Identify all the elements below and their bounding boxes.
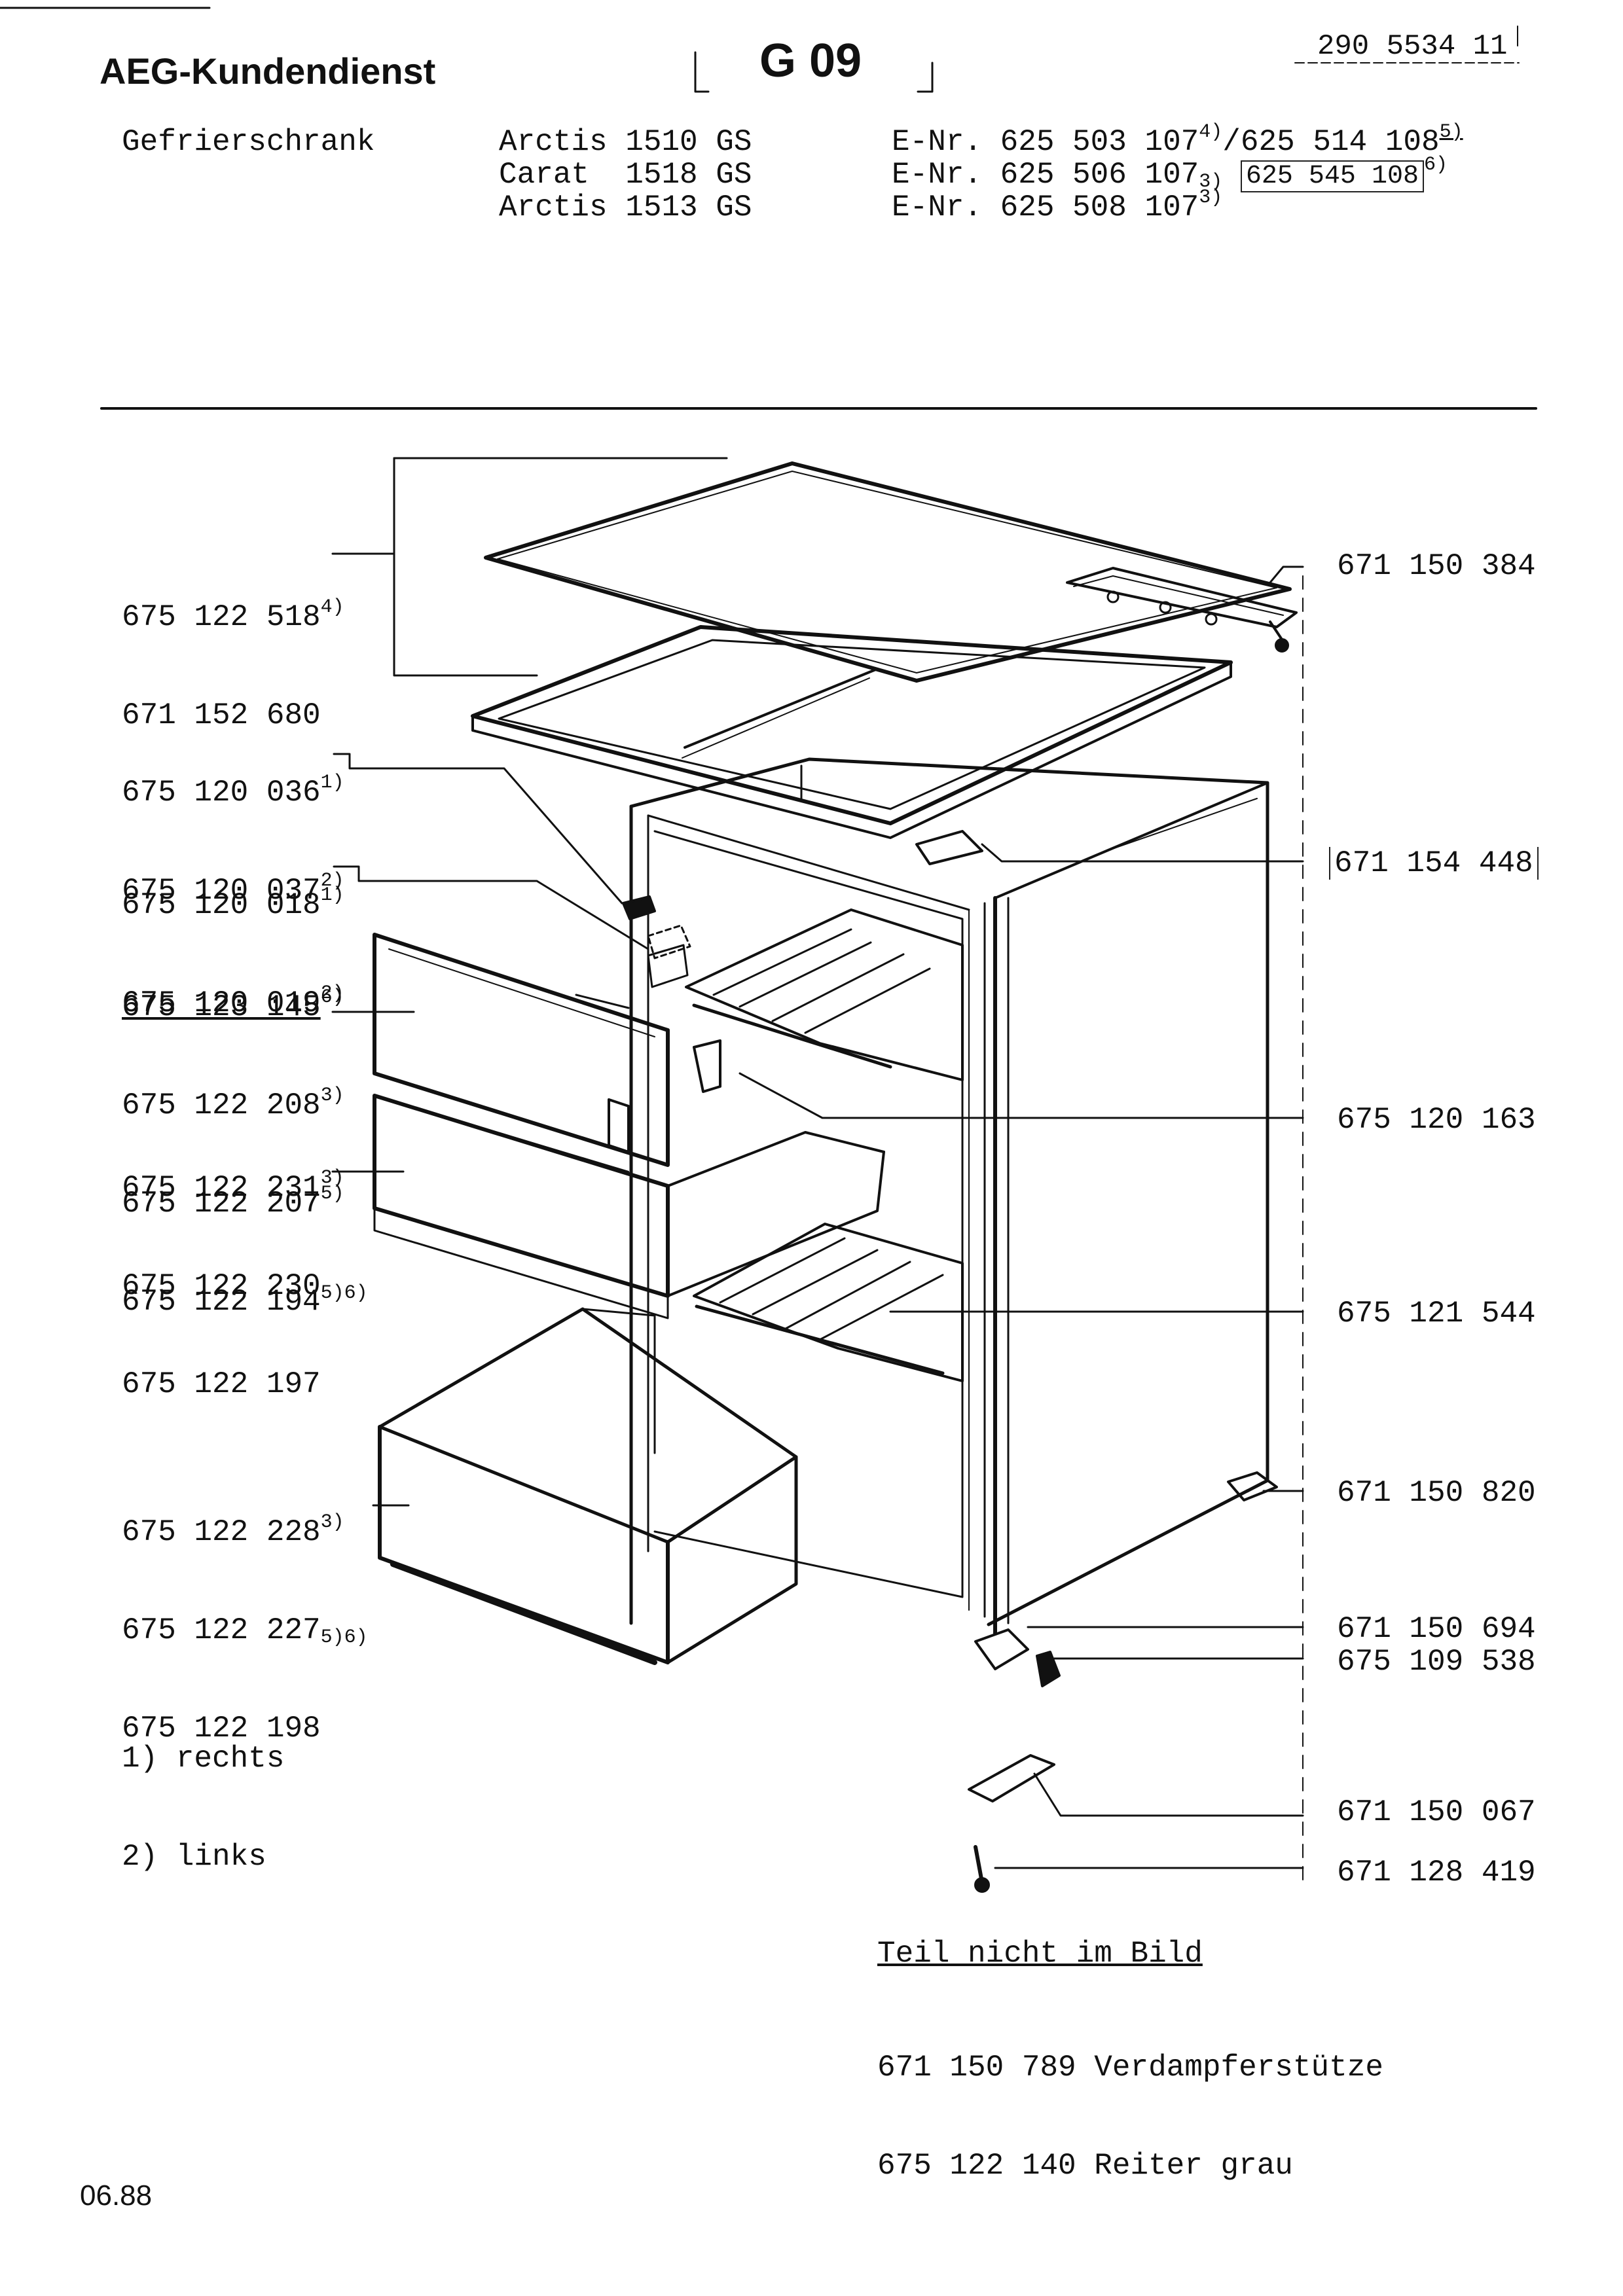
part-number: 675 120 0361) [122, 772, 344, 810]
model-name-1: Arctis 1510 GS [499, 125, 752, 159]
leader-lines-left [333, 458, 727, 1505]
model-enr-2-extra: 625 545 108 [1240, 160, 1424, 192]
part-number: 675 122 2083) [122, 1085, 344, 1122]
control-strip [1067, 568, 1296, 651]
part-number: 675 122 198 [122, 1712, 321, 1746]
part-group-drawer-lower: 675 122 2283) 675 122 2275)6) 675 122 19… [122, 1450, 368, 1778]
part-number-right: 675 109 538 [1337, 1645, 1536, 1679]
not-shown-heading: Teil nicht im Bild [877, 1937, 1203, 1971]
hinges [623, 831, 982, 1092]
model-enr-1: E-Nr. 625 503 1074)/625 514 1085) [892, 121, 1463, 159]
part-number-right: 671 150 820 [1337, 1476, 1536, 1510]
feet-parts [969, 1473, 1277, 1892]
part-group-hinge-upper: 675 120 0361) 675 120 0372) [122, 711, 344, 940]
part-number: 675 122 194 [122, 1285, 321, 1319]
part-number-right: 675 120 163 [1337, 1103, 1536, 1137]
document-number: 290 5534 11 [1317, 30, 1508, 63]
drawer-lower [380, 1309, 796, 1662]
model-enr-3: E-Nr. 625 508 1073) [892, 187, 1223, 224]
footnote: 1) rechts [122, 1742, 285, 1776]
footnotes: 1) rechts 2) links [122, 1677, 284, 1906]
header-rules [0, 8, 1536, 408]
lid [486, 463, 1290, 681]
footnote: 2) links [122, 1840, 266, 1874]
sheet-code: G 09 [759, 35, 862, 87]
part-number-right: 671 150 067 [1337, 1795, 1536, 1829]
part-number: 675 122 2275)6) [122, 1613, 368, 1649]
part-number-right: 671 154 448 [1329, 847, 1539, 880]
issue-date: 06.88 [80, 2179, 153, 2212]
model-name-2: Carat 1518 GS [499, 158, 752, 192]
drawer-upper [374, 1096, 884, 1318]
part-group-flap: 675 123 1456) 675 122 2083) 675 122 2075… [122, 925, 344, 1351]
evaporator-shelves [686, 910, 962, 1381]
freezer-flap [374, 935, 668, 1165]
top-frame [473, 627, 1231, 838]
part-number: 675 122 5184) [122, 596, 344, 634]
part-number: 675 122 2075) [122, 1183, 344, 1221]
part-number: 675 120 0192) [122, 982, 344, 1020]
part-number: 675 123 1456) [122, 986, 344, 1024]
part-number-right: 671 150 384 [1337, 549, 1536, 583]
part-number-right: 671 150 694 [1337, 1612, 1536, 1646]
part-group-drawer-upper: 675 122 2313) 675 122 2305)6) 675 122 19… [122, 1106, 368, 1433]
part-number: 675 122 2305)6) [122, 1269, 368, 1304]
part-number-right: 671 128 419 [1337, 1856, 1536, 1890]
part-number: 675 122 197 [122, 1367, 321, 1401]
not-shown-list: 671 150 789 Verdampferstütze 675 122 140… [877, 1986, 1383, 2215]
leader-lines-right [740, 567, 1303, 1885]
part-number: 675 120 0372) [122, 870, 344, 908]
cabinet [631, 759, 1267, 1634]
list-item: 671 150 789 Verdampferstütze [877, 2051, 1383, 2085]
brand-title: AEG-Kundendienst [100, 50, 436, 92]
part-number-right: 675 121 544 [1337, 1297, 1536, 1331]
part-group-lid: 675 122 5184) 671 152 680 [122, 535, 344, 764]
part-number: 671 152 680 [122, 698, 321, 732]
appliance-type: Gefrierschrank [122, 125, 375, 159]
list-item: 675 122 140 Reiter grau [877, 2149, 1293, 2183]
part-number: 675 122 2283) [122, 1511, 344, 1549]
part-number: 675 120 0181) [122, 884, 344, 922]
model-name-3: Arctis 1513 GS [499, 190, 752, 224]
part-group-hinge-lower: 675 120 0181) 675 120 0192) [122, 823, 344, 1052]
